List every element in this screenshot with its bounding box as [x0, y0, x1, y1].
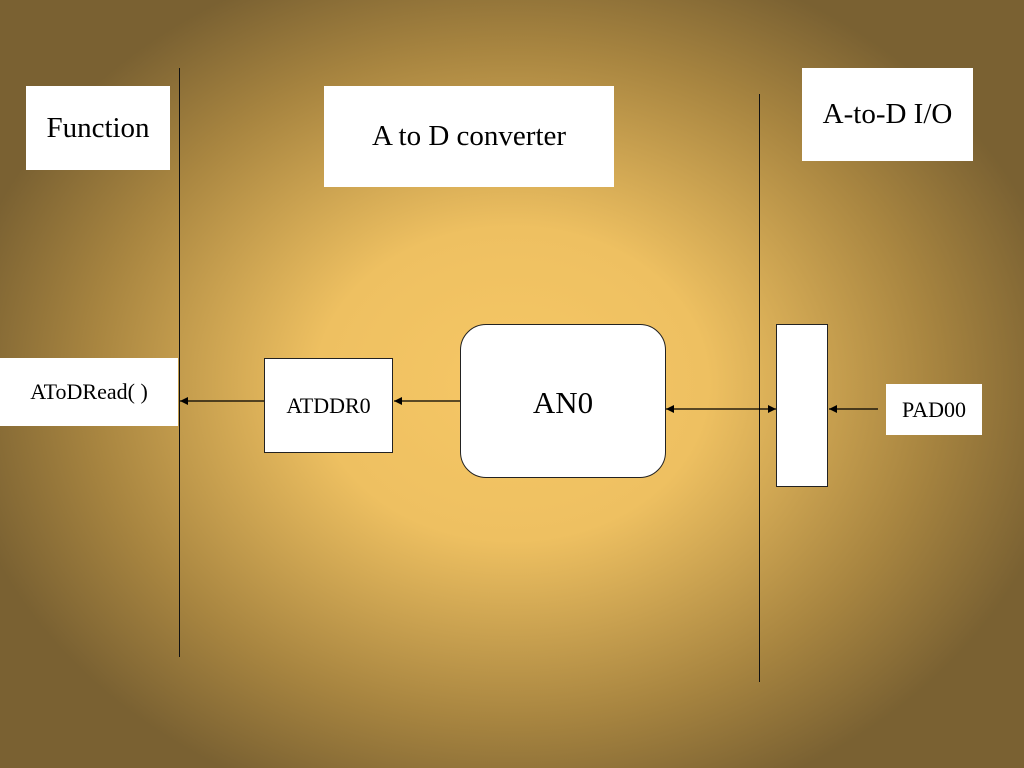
pad00-node: PAD00: [886, 384, 982, 435]
an0-block: AN0: [460, 324, 666, 478]
an0-label: AN0: [532, 385, 594, 420]
pad00-label: PAD00: [902, 396, 966, 422]
atddr0-register: ATDDR0: [264, 358, 393, 453]
atddr0-label: ATDDR0: [286, 392, 371, 418]
atodread-label: AToDRead( ): [30, 379, 148, 404]
io-header: A-to-D I/O: [802, 68, 973, 161]
atodread-node: AToDRead( ): [0, 358, 178, 426]
converter-header: A to D converter: [324, 86, 614, 187]
converter-header-label: A to D converter: [371, 120, 567, 152]
function-header-label: Function: [46, 111, 150, 144]
io-header-label: A-to-D I/O: [822, 98, 953, 130]
io-port-block: [776, 324, 828, 487]
function-divider-line: [179, 68, 180, 657]
function-header: Function: [26, 86, 170, 170]
io-divider-line: [759, 94, 760, 682]
